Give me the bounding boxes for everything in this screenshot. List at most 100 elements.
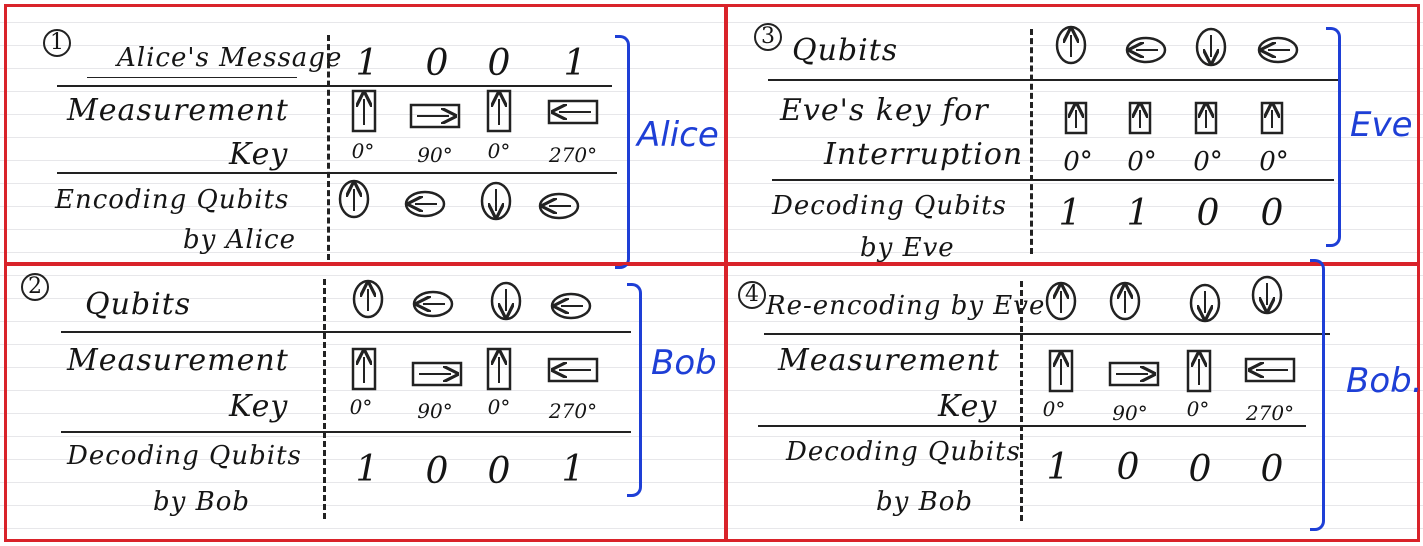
row-label-by: by Eve: [860, 233, 955, 263]
panel-3-eve-interruption: 3 Qubits Eve's key for Interruption 0° 0…: [725, 4, 1420, 266]
decoded-bit: 0: [1116, 447, 1140, 488]
panel-number: 2: [21, 273, 49, 301]
filter-0deg-icon: [1260, 101, 1284, 135]
filter-0deg-icon: [486, 347, 512, 391]
decoded-bit: 1: [561, 449, 585, 490]
row-label-key: Key: [229, 137, 289, 172]
side-label-bob: Bob: [651, 343, 717, 383]
angle-label: 270°: [548, 399, 598, 423]
row-label-qubits: Qubits: [85, 287, 192, 322]
decoded-bit: 0: [487, 451, 511, 492]
angle-label: 0°: [1259, 147, 1289, 177]
panel-number: 1: [43, 29, 71, 57]
message-bit: 0: [425, 43, 449, 84]
angle-label: 270°: [1245, 401, 1295, 425]
row-separator: [772, 179, 1334, 181]
qubit-left-icon: [1125, 36, 1167, 64]
filter-0deg-icon: [1186, 349, 1212, 393]
angle-label: 0°: [349, 395, 373, 419]
decoded-bit: 0: [425, 451, 449, 492]
angle-label: 90°: [417, 399, 453, 423]
bracket: [1310, 259, 1325, 531]
angle-label: 0°: [1127, 147, 1157, 177]
column-divider: [1030, 29, 1033, 254]
row-label-message: Alice's Message: [117, 43, 343, 73]
row-label-key: Key: [229, 389, 289, 424]
qubit-down-icon: [1251, 275, 1283, 315]
row-label-measurement: Measurement: [67, 93, 289, 128]
row-separator: [61, 331, 631, 333]
column-divider: [327, 35, 330, 260]
row-label-reencoding: Re-encoding by Eve: [766, 291, 1046, 321]
row-label-interruption: Interruption: [824, 137, 1024, 172]
row-label-by: by Alice: [183, 225, 296, 255]
angle-label: 0°: [1063, 147, 1093, 177]
message-bit: 0: [487, 43, 511, 84]
decoded-bit: 1: [355, 449, 379, 490]
row-label-encoding: Encoding Qubits: [55, 185, 290, 215]
filter-0deg-icon: [486, 89, 512, 133]
side-label-eve: Eve: [1350, 105, 1413, 145]
panel-1-alice-encoding: 1 Alice's Message 1 0 0 1 Measurement Ke…: [4, 4, 727, 269]
angle-label: 90°: [1112, 401, 1148, 425]
row-separator: [768, 79, 1340, 81]
angle-label: 0°: [351, 139, 375, 163]
filter-270deg-icon: [547, 357, 599, 383]
qubit-up-icon: [338, 179, 370, 219]
angle-label: 0°: [487, 139, 511, 163]
qubit-up-icon: [352, 279, 384, 319]
filter-0deg-icon: [351, 89, 377, 133]
decoded-bit: 0: [1260, 449, 1284, 490]
row-label-by: by Bob: [876, 487, 973, 517]
panel-number: 3: [754, 23, 782, 51]
decoded-bit: 0: [1260, 193, 1284, 234]
row-separator: [57, 172, 617, 174]
side-label-bob: Bob.: [1346, 361, 1423, 401]
row-label-qubits: Qubits: [792, 33, 899, 68]
row-label-by: by Bob: [153, 487, 250, 517]
filter-0deg-icon: [1194, 101, 1218, 135]
filter-0deg-icon: [1128, 101, 1152, 135]
qubit-up-icon: [1045, 281, 1077, 321]
angle-label: 0°: [1193, 147, 1223, 177]
qubit-left-icon: [538, 192, 580, 220]
qubit-left-icon: [1257, 36, 1299, 64]
qubit-left-icon: [412, 290, 454, 318]
filter-0deg-icon: [1048, 349, 1074, 393]
decoded-bit: 0: [1196, 193, 1220, 234]
panel-4-eve-reencoding-bob: 4 Re-encoding by Eve Measurement Key 0° …: [725, 259, 1423, 542]
panel-number: 4: [738, 281, 766, 309]
qubit-down-icon: [1189, 283, 1221, 323]
row-separator: [61, 431, 631, 433]
qubit-down-icon: [490, 281, 522, 321]
qubit-left-icon: [404, 190, 446, 218]
filter-270deg-icon: [1244, 357, 1296, 383]
qubit-left-icon: [550, 292, 592, 320]
angle-label: 0°: [1186, 397, 1210, 421]
column-divider: [1020, 281, 1023, 521]
underline: [87, 77, 297, 78]
row-separator: [758, 425, 1306, 427]
angle-label: 90°: [417, 143, 453, 167]
message-bit: 1: [355, 43, 379, 84]
qubit-up-icon: [1109, 281, 1141, 321]
angle-label: 270°: [548, 143, 598, 167]
filter-0deg-icon: [1064, 101, 1088, 135]
decoded-bit: 1: [1126, 193, 1150, 234]
filter-270deg-icon: [547, 99, 599, 125]
decoded-bit: 0: [1188, 449, 1212, 490]
panel-2-bob-decoding: 2 Qubits Measurement Key 0° 90° 0° 270°: [4, 262, 727, 542]
row-label-eves-key: Eve's key for: [780, 93, 989, 128]
decoded-bit: 1: [1046, 447, 1070, 488]
bracket: [627, 283, 642, 497]
row-label-key: Key: [938, 389, 998, 424]
bracket: [1326, 27, 1341, 247]
qubit-down-icon: [480, 181, 512, 221]
filter-90deg-icon: [409, 103, 461, 129]
bracket: [615, 35, 630, 269]
decoded-bit: 1: [1058, 193, 1082, 234]
angle-label: 0°: [487, 395, 511, 419]
filter-0deg-icon: [351, 347, 377, 391]
column-divider: [323, 279, 326, 519]
row-separator: [764, 333, 1330, 335]
